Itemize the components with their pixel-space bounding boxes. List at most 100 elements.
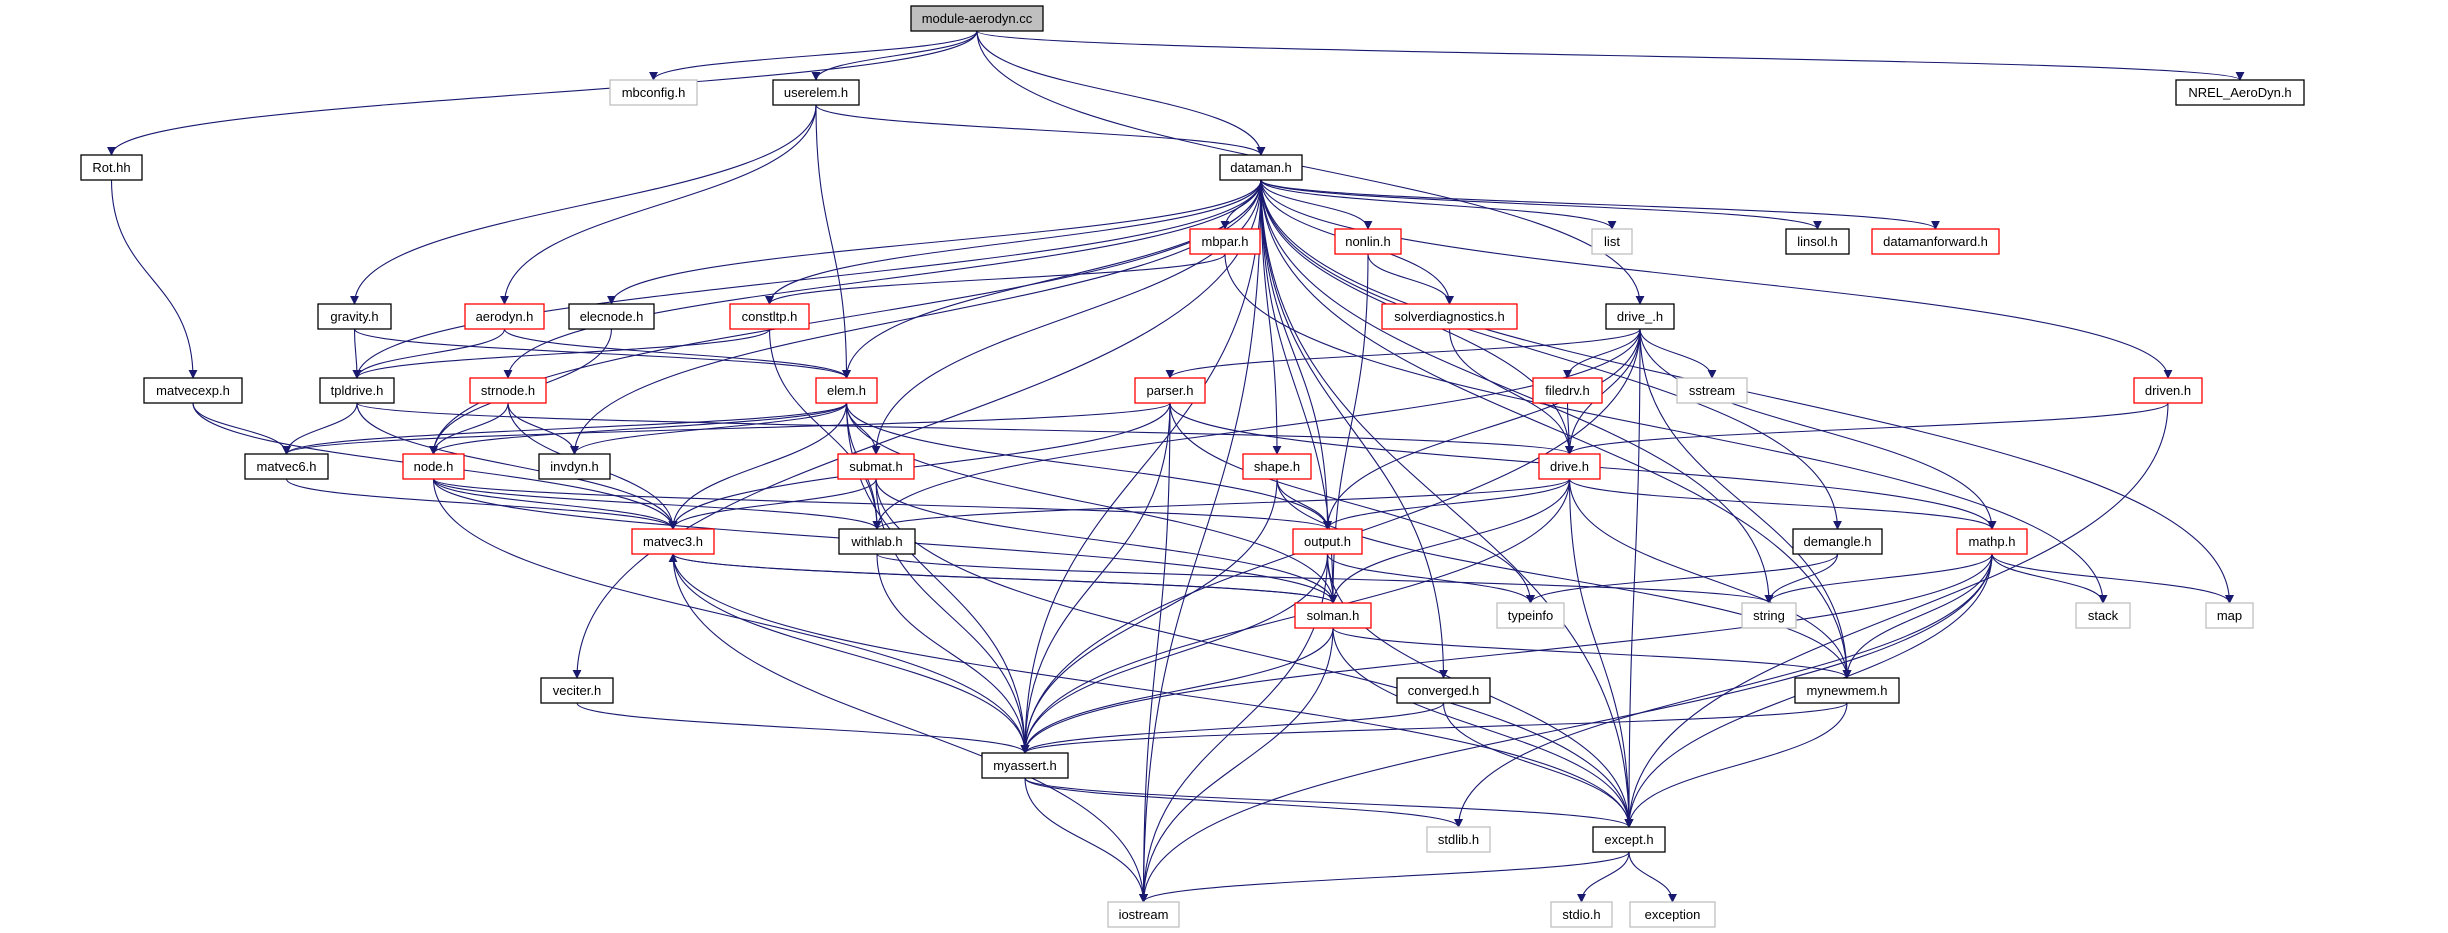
node-box[interactable]: [1381, 303, 1518, 330]
node-nonlin-h[interactable]: nonlin.h: [1334, 228, 1402, 255]
node-box[interactable]: [729, 303, 810, 330]
node-box[interactable]: [1871, 228, 2000, 255]
node-matvec3-h[interactable]: matvec3.h: [631, 528, 715, 555]
node-nrel-aerodyn-h[interactable]: NREL_AeroDyn.h: [2175, 79, 2305, 106]
node-box[interactable]: [910, 5, 1044, 32]
node-stdio-h[interactable]: stdio.h: [1550, 901, 1613, 928]
node-submat-h[interactable]: submat.h: [837, 453, 915, 480]
node-withlab-h[interactable]: withlab.h: [838, 528, 916, 555]
node-exception[interactable]: exception: [1629, 901, 1716, 928]
node-box[interactable]: [402, 453, 465, 480]
node-iostream[interactable]: iostream: [1107, 901, 1180, 928]
node-box[interactable]: [1396, 677, 1491, 704]
node-invdyn-h[interactable]: invdyn.h: [538, 453, 611, 480]
node-rot-hh[interactable]: Rot.hh: [80, 154, 143, 181]
node-box[interactable]: [1219, 154, 1303, 181]
node-node-h[interactable]: node.h: [402, 453, 465, 480]
node-box[interactable]: [1792, 528, 1883, 555]
node-drive-h[interactable]: drive_.h: [1605, 303, 1675, 330]
node-drive-h[interactable]: drive.h: [1538, 453, 1601, 480]
node-box[interactable]: [1496, 602, 1565, 629]
node-box[interactable]: [631, 528, 715, 555]
node-shape-h[interactable]: shape.h: [1242, 453, 1312, 480]
node-parser-h[interactable]: parser.h: [1134, 377, 1206, 404]
node-tpldrive-h[interactable]: tpldrive.h: [319, 377, 395, 404]
node-box[interactable]: [469, 377, 547, 404]
node-converged-h[interactable]: converged.h: [1396, 677, 1491, 704]
node-box[interactable]: [1741, 602, 1797, 629]
node-mbconfig-h[interactable]: mbconfig.h: [609, 79, 698, 106]
node-box[interactable]: [1676, 377, 1748, 404]
node-box[interactable]: [1134, 377, 1206, 404]
node-driven-h[interactable]: driven.h: [2133, 377, 2203, 404]
node-box[interactable]: [540, 677, 614, 704]
node-myassert-h[interactable]: myassert.h: [981, 752, 1069, 779]
node-elem-h[interactable]: elem.h: [815, 377, 878, 404]
node-box[interactable]: [1956, 528, 2028, 555]
node-gravity-h[interactable]: gravity.h: [317, 303, 392, 330]
node-box[interactable]: [981, 752, 1069, 779]
node-strnode-h[interactable]: strnode.h: [469, 377, 547, 404]
node-box[interactable]: [1334, 228, 1402, 255]
node-box[interactable]: [568, 303, 655, 330]
node-elecnode-h[interactable]: elecnode.h: [568, 303, 655, 330]
node-filedrv-h[interactable]: filedrv.h: [1532, 377, 1603, 404]
node-box[interactable]: [1538, 453, 1601, 480]
node-string[interactable]: string: [1741, 602, 1797, 629]
node-box[interactable]: [838, 528, 916, 555]
node-box[interactable]: [244, 453, 329, 480]
node-box[interactable]: [1592, 826, 1666, 853]
node-datamanforward-h[interactable]: datamanforward.h: [1871, 228, 2000, 255]
node-map[interactable]: map: [2205, 602, 2254, 629]
node-constltp-h[interactable]: constltp.h: [729, 303, 810, 330]
node-box[interactable]: [2075, 602, 2131, 629]
node-demangle-h[interactable]: demangle.h: [1792, 528, 1883, 555]
node-mbpar-h[interactable]: mbpar.h: [1189, 228, 1261, 255]
node-module-aerodyn-cc[interactable]: module-aerodyn.cc: [910, 5, 1044, 32]
node-veciter-h[interactable]: veciter.h: [540, 677, 614, 704]
node-sstream[interactable]: sstream: [1676, 377, 1748, 404]
node-box[interactable]: [464, 303, 545, 330]
node-except-h[interactable]: except.h: [1592, 826, 1666, 853]
node-box[interactable]: [1794, 677, 1900, 704]
node-box[interactable]: [80, 154, 143, 181]
node-box[interactable]: [2205, 602, 2254, 629]
node-box[interactable]: [837, 453, 915, 480]
node-box[interactable]: [815, 377, 878, 404]
node-box[interactable]: [772, 79, 860, 106]
node-matvecexp-h[interactable]: matvecexp.h: [143, 377, 243, 404]
node-dataman-h[interactable]: dataman.h: [1219, 154, 1303, 181]
node-userelem-h[interactable]: userelem.h: [772, 79, 860, 106]
node-mynewmem-h[interactable]: mynewmem.h: [1794, 677, 1900, 704]
node-box[interactable]: [1189, 228, 1261, 255]
node-solman-h[interactable]: solman.h: [1294, 602, 1372, 629]
node-box[interactable]: [1294, 602, 1372, 629]
node-box[interactable]: [1629, 901, 1716, 928]
node-output-h[interactable]: output.h: [1292, 528, 1363, 555]
node-box[interactable]: [1107, 901, 1180, 928]
node-box[interactable]: [1292, 528, 1363, 555]
node-aerodyn-h[interactable]: aerodyn.h: [464, 303, 545, 330]
node-linsol-h[interactable]: linsol.h: [1785, 228, 1850, 255]
node-box[interactable]: [1785, 228, 1850, 255]
node-stack[interactable]: stack: [2075, 602, 2131, 629]
node-box[interactable]: [1591, 228, 1633, 255]
node-box[interactable]: [2175, 79, 2305, 106]
node-matvec6-h[interactable]: matvec6.h: [244, 453, 329, 480]
node-list[interactable]: list: [1591, 228, 1633, 255]
node-box[interactable]: [1550, 901, 1613, 928]
node-box[interactable]: [1426, 826, 1491, 853]
node-box[interactable]: [143, 377, 243, 404]
node-stdlib-h[interactable]: stdlib.h: [1426, 826, 1491, 853]
node-box[interactable]: [609, 79, 698, 106]
node-box[interactable]: [1605, 303, 1675, 330]
node-box[interactable]: [2133, 377, 2203, 404]
node-box[interactable]: [1242, 453, 1312, 480]
node-typeinfo[interactable]: typeinfo: [1496, 602, 1565, 629]
node-box[interactable]: [317, 303, 392, 330]
node-box[interactable]: [319, 377, 395, 404]
node-box[interactable]: [1532, 377, 1603, 404]
node-mathp-h[interactable]: mathp.h: [1956, 528, 2028, 555]
node-box[interactable]: [538, 453, 611, 480]
node-solverdiagnostics-h[interactable]: solverdiagnostics.h: [1381, 303, 1518, 330]
